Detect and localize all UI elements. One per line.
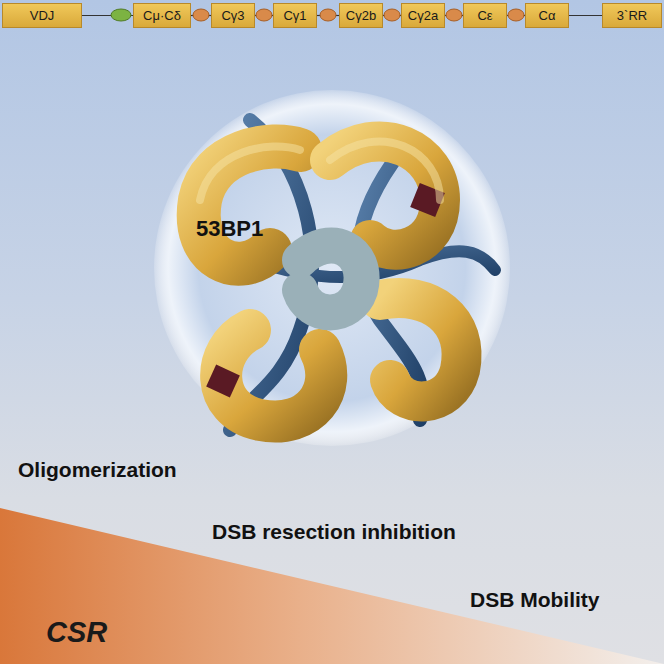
switch-region	[320, 9, 336, 21]
segment-label: 3`RR	[617, 8, 647, 23]
segment-label: Cγ3	[221, 8, 244, 23]
segment-label: Cγ2a	[408, 8, 438, 23]
gene-segment-box: Cε	[463, 3, 507, 28]
locus-line	[569, 15, 602, 16]
gene-segment-box: Cα	[525, 3, 569, 28]
process-label: CSR	[46, 616, 107, 649]
gene-segment-box: Cγ2a	[401, 3, 445, 28]
switch-region	[193, 9, 209, 21]
gene-segment-box: Cγ1	[273, 3, 317, 28]
segment-label: Cα	[539, 8, 556, 23]
switch-region	[256, 9, 272, 21]
property-label: DSB Mobility	[470, 588, 600, 612]
gene-segment-box: Cγ2b	[339, 3, 383, 28]
switch-region	[446, 9, 462, 21]
focus-circle	[154, 90, 510, 446]
segment-label: Cε	[477, 8, 492, 23]
property-label: DSB resection inhibition	[212, 520, 456, 544]
property-label: Oligomerization	[18, 458, 177, 482]
switch-region	[111, 9, 131, 21]
csr-wedge	[0, 508, 664, 664]
switch-region	[384, 9, 400, 21]
segment-label: Cγ2b	[346, 8, 376, 23]
protein-label: 53BP1	[196, 216, 263, 242]
gene-segment-box: Cγ3	[211, 3, 255, 28]
gene-segment-box: Cμ·Cδ	[133, 3, 191, 28]
gene-segment-box: 3`RR	[602, 3, 662, 28]
segment-label: VDJ	[30, 8, 55, 23]
segment-label: Cγ1	[283, 8, 306, 23]
segment-label: Cμ·Cδ	[143, 8, 181, 23]
switch-region	[508, 9, 524, 21]
53bp1-oligomer	[190, 120, 495, 430]
gene-segment-box: VDJ	[2, 3, 82, 28]
